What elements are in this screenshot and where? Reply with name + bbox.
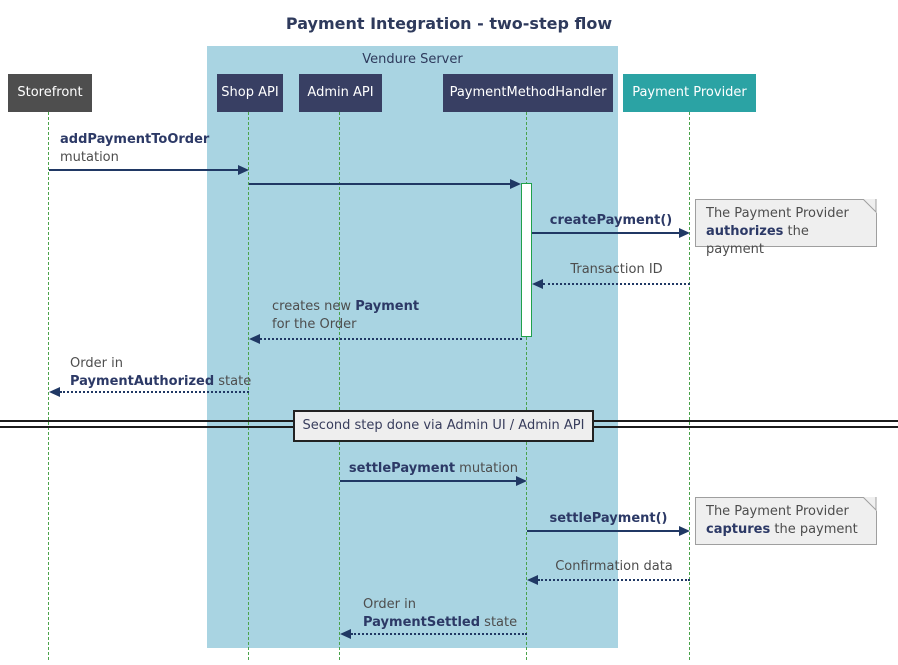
participant-shop-api: Shop API [217,74,283,112]
arrowhead-settle-mutation [516,476,527,486]
arrowhead-shop-to-handler [510,179,521,189]
vendure-server-frame [207,46,618,648]
participant-storefront: Storefront [8,74,92,112]
participant-admin-api: Admin API [299,74,382,112]
activation-bar-payment-method-handler [521,183,532,337]
arrow-create-payment [532,232,679,234]
message-label-settle-mutation: settlePayment mutation [348,461,519,476]
arrow-shop-to-handler [249,183,510,185]
lifeline-admin-api [339,112,340,660]
message-label-order-authorized: Order in PaymentAuthorized state [70,356,252,389]
note-fold-icon [863,497,877,511]
participant-payment-provider: Payment Provider [623,74,756,112]
arrowhead-create-payment [679,228,690,238]
participant-payment-method-handler: PaymentMethodHandler [443,74,613,112]
message-label-order-settled: Order in PaymentSettled state [363,597,518,630]
message-label-transaction-id: Transaction ID [570,262,663,277]
arrowhead-settle-call [679,526,690,536]
arrow-order-authorized [60,391,249,393]
message-label-settle-call: settlePayment() [549,511,668,526]
arrow-order-settled [351,633,527,635]
arrow-settle-call [527,530,679,532]
message-label-creates-payment: creates new Payment for the Order [272,299,420,332]
arrowhead-order-settled [340,629,351,639]
arrow-transaction-id [543,283,690,285]
message-label-add-payment: addPaymentToOrder mutation [60,132,210,165]
arrow-add-payment [49,169,238,171]
note-fold-icon [863,199,877,213]
arrowhead-transaction-id [532,279,543,289]
vendure-server-label: Vendure Server [362,52,463,67]
lifeline-storefront [48,112,49,660]
diagram-title: Payment Integration - two-step flow [285,14,613,33]
message-label-create-payment: createPayment() [549,213,673,228]
lifeline-payment-provider [689,112,690,660]
arrow-confirmation [538,579,690,581]
arrowhead-confirmation [527,575,538,585]
arrowhead-add-payment [238,165,249,175]
arrowhead-creates-payment [249,334,260,344]
message-label-confirmation: Confirmation data [555,559,673,574]
note-captures: The Payment Provider captures the paymen… [695,497,877,545]
lifeline-payment-method-handler [526,112,527,660]
divider-label: Second step done via Admin UI / Admin AP… [293,410,594,442]
note-authorizes: The Payment Provider authorizes the paym… [695,199,877,257]
arrow-creates-payment [260,338,522,340]
arrow-settle-mutation [340,480,516,482]
arrowhead-order-authorized [49,387,60,397]
lifeline-shop-api [248,112,249,660]
